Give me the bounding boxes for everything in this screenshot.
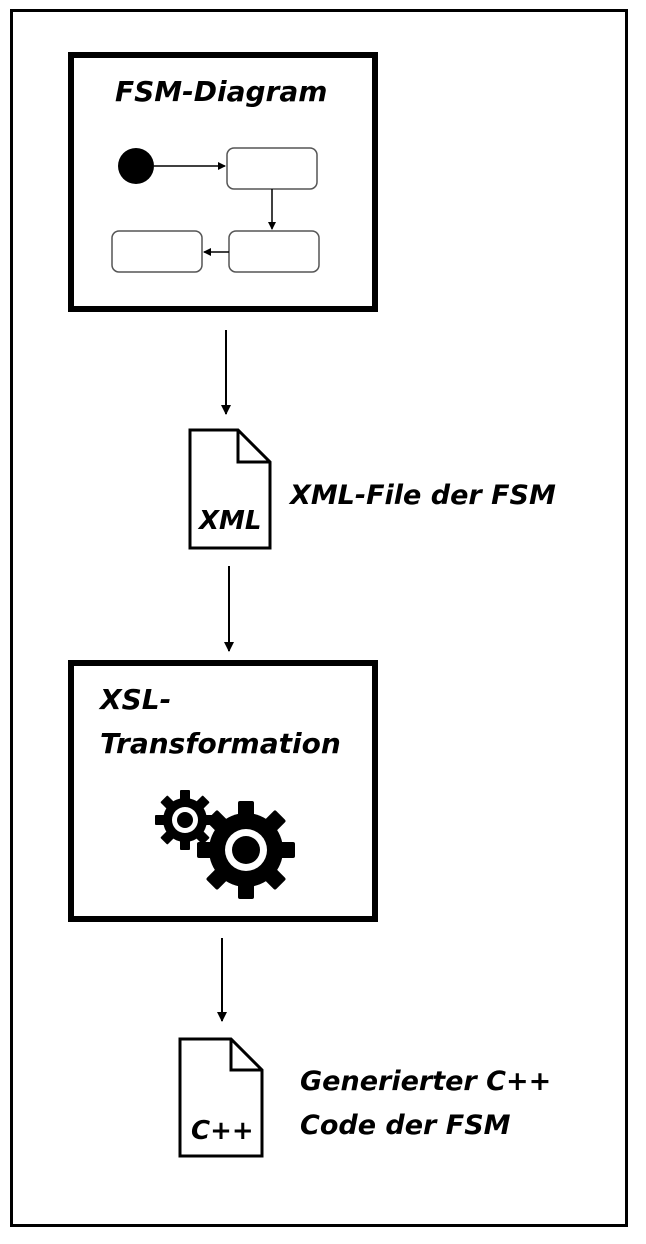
fsm-diagram-title: FSM-Diagram: [115, 75, 328, 108]
state-box-1: [226, 147, 318, 190]
xml-file-caption: XML-File der FSM: [290, 480, 556, 511]
diagram-frame: [10, 9, 628, 1227]
gears-icon: [155, 790, 295, 899]
cpp-file-icon: [178, 1037, 264, 1158]
initial-state-dot: [118, 148, 154, 184]
cpp-file-label: C++: [191, 1116, 254, 1146]
cpp-caption-line1: Generierter C++: [300, 1066, 552, 1097]
xsl-title-line2: Transformation: [100, 727, 341, 760]
xml-file-icon: [188, 428, 272, 550]
cpp-caption-line2: Code der FSM: [300, 1110, 511, 1141]
xsl-title-line1: XSL-: [100, 683, 172, 716]
state-box-3: [111, 230, 203, 273]
xsl-transformation-box: [68, 660, 378, 922]
xml-file-label: XML: [199, 506, 262, 536]
state-box-2: [228, 230, 320, 273]
mini-fsm: [111, 147, 320, 273]
